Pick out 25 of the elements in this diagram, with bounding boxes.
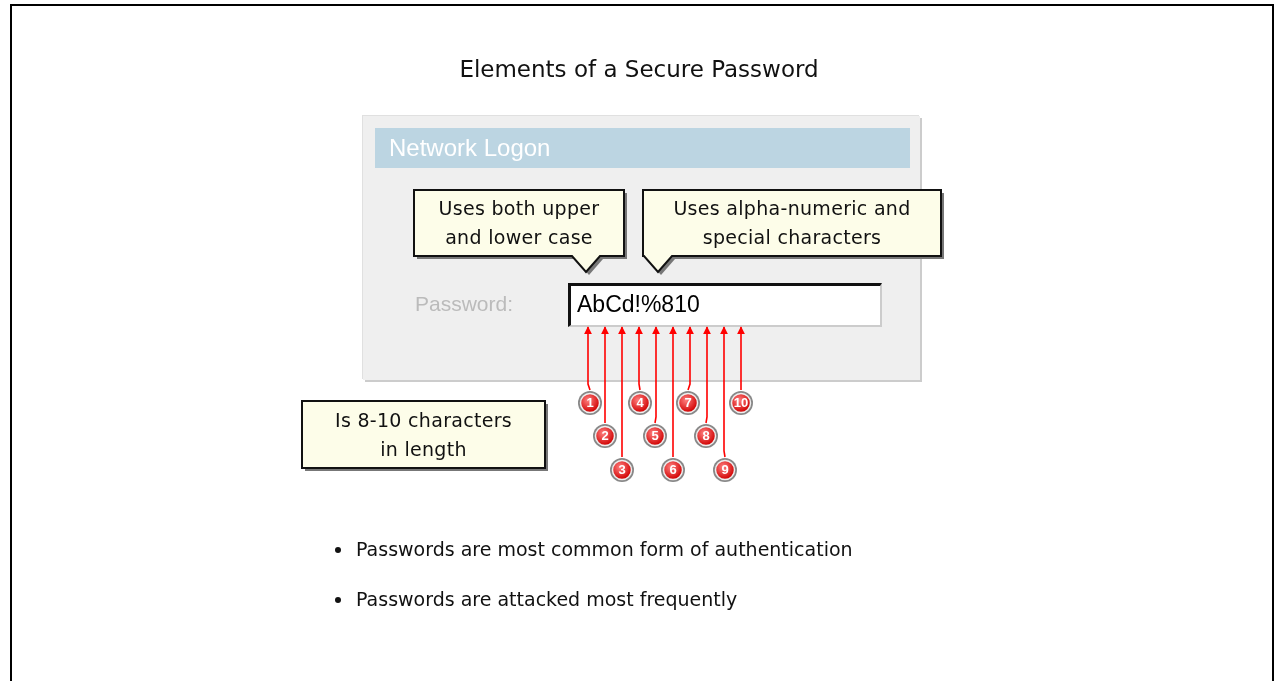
number-badge: 10 [728,390,754,416]
password-field: AbCd!%810 [568,283,882,327]
number-badge: 2 [592,423,618,449]
diagram-title: Elements of a Secure Password [458,56,820,82]
arrow [652,326,660,424]
arrow [737,326,745,391]
number-badge: 9 [712,457,738,483]
arrow [635,326,643,391]
arrow [720,326,728,458]
number-badge: 7 [675,390,701,416]
bullet-text: Passwords are attacked most frequently [356,588,738,610]
number-badge: 5 [642,423,668,449]
arrow [618,326,626,458]
number-badge: 1 [577,390,603,416]
arrow [703,326,711,424]
arrow [601,326,609,424]
bullet-text: Passwords are most common form of authentication [356,538,853,560]
number-badge: 8 [693,423,719,449]
arrow [669,326,677,458]
arrow [686,326,694,391]
number-badge: 4 [627,390,653,416]
window-title-bar: Network Logon [375,128,910,168]
arrow [584,326,592,391]
number-badge: 3 [609,457,635,483]
number-badge: 6 [660,457,686,483]
